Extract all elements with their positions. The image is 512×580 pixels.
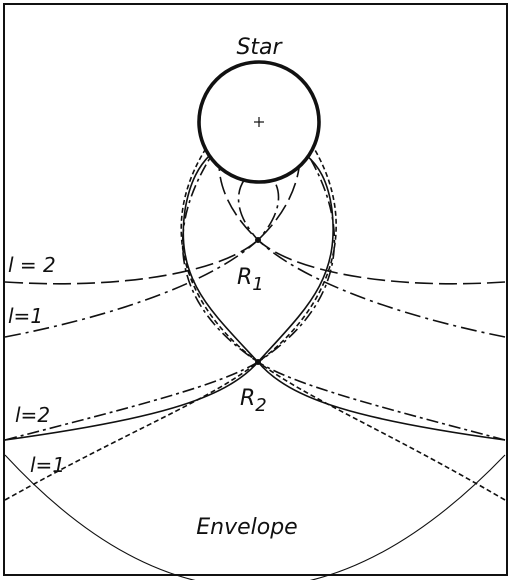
star-label: Star — [236, 35, 283, 60]
r1-label: R1 — [237, 265, 264, 295]
solid-loop-curve-left — [182, 154, 506, 441]
upper-l2-label: l = 2 — [8, 253, 56, 277]
lower-l1-curve-right — [256, 149, 506, 501]
star-center-mark — [254, 117, 264, 127]
upper-l1-curve-left — [4, 159, 280, 338]
upper-l2-curve-left — [4, 154, 301, 285]
r1-point — [255, 237, 261, 243]
lower-l2-curve-left — [4, 157, 260, 441]
lower-l2-curve-right — [256, 157, 506, 441]
envelope-curve — [4, 454, 506, 580]
lower-l1-label: l=1 — [30, 453, 65, 477]
envelope-label: Envelope — [196, 515, 297, 540]
upper-l1-label: l=1 — [8, 304, 43, 328]
solid-loop-curve-right — [4, 154, 334, 441]
upper-l1-curve-right — [237, 159, 506, 338]
r2-point — [255, 359, 261, 365]
upper-l2-curve-right — [218, 154, 506, 285]
r2-label: R2 — [240, 386, 267, 416]
lower-l2-label: l=2 — [15, 403, 50, 427]
